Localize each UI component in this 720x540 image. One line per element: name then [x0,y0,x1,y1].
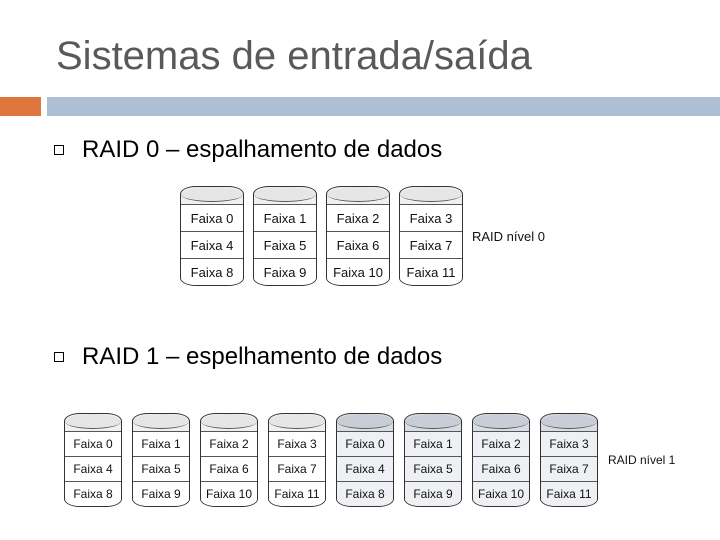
slide-title: Sistemas de entrada/saída [56,34,532,78]
disk-strip: Faixa 6 [473,456,529,481]
disk-strip: Faixa 5 [405,456,461,481]
disk-strip: Faixa 8 [181,258,243,285]
disk-strip: Faixa 5 [133,456,189,481]
disk-strip: Faixa 10 [327,258,389,285]
disk-strip: Faixa 6 [201,456,257,481]
disk-strip: Faixa 5 [254,231,316,258]
bullet-raid1-text: RAID 1 – espelhamento de dados [82,343,443,370]
disk-top [473,414,529,429]
disk-strip: Faixa 0 [337,431,393,456]
disk-strip: Faixa 4 [181,231,243,258]
disk-strip: Faixa 7 [269,456,325,481]
disk-strip: Faixa 3 [400,204,462,231]
disk-strip: Faixa 3 [269,431,325,456]
raid-level-label: RAID nível 0 [472,228,545,244]
disk-top [541,414,597,429]
disk-strip: Faixa 0 [65,431,121,456]
disk-strip: Faixa 8 [337,481,393,506]
disk-strip: Faixa 11 [541,481,597,506]
disk-top [133,414,189,429]
disk-strip: Faixa 7 [400,231,462,258]
accent-bar-orange [0,97,41,116]
disk-strip: Faixa 1 [133,431,189,456]
disk-top [254,187,316,202]
raid-level-label: RAID nível 1 [608,453,676,467]
disk-top [269,414,325,429]
disk-top [201,414,257,429]
disk-strip: Faixa 9 [405,481,461,506]
bullet-icon [54,145,64,155]
disk-strip: Faixa 4 [337,456,393,481]
disk-top [337,414,393,429]
bullet-raid0-text: RAID 0 – espalhamento de dados [82,136,443,163]
disk-top [405,414,461,429]
disk-strip: Faixa 2 [473,431,529,456]
disk-strip: Faixa 1 [405,431,461,456]
disk-strip: Faixa 8 [65,481,121,506]
disk-top [327,187,389,202]
disk-strip: Faixa 11 [400,258,462,285]
disk-strip: Faixa 10 [473,481,529,506]
disk-top [65,414,121,429]
disk-strip: Faixa 0 [181,204,243,231]
disk-strip: Faixa 10 [201,481,257,506]
accent-bar-blue [47,97,720,116]
disk-strip: Faixa 11 [269,481,325,506]
disk-strip: Faixa 4 [65,456,121,481]
disk-strip: Faixa 1 [254,204,316,231]
disk-strip: Faixa 6 [327,231,389,258]
disk-top [400,187,462,202]
disk-strip: Faixa 2 [327,204,389,231]
disk-strip: Faixa 7 [541,456,597,481]
disk-top [181,187,243,202]
disk-strip: Faixa 3 [541,431,597,456]
bullet-icon [54,352,64,362]
disk-strip: Faixa 9 [254,258,316,285]
disk-strip: Faixa 2 [201,431,257,456]
disk-strip: Faixa 9 [133,481,189,506]
